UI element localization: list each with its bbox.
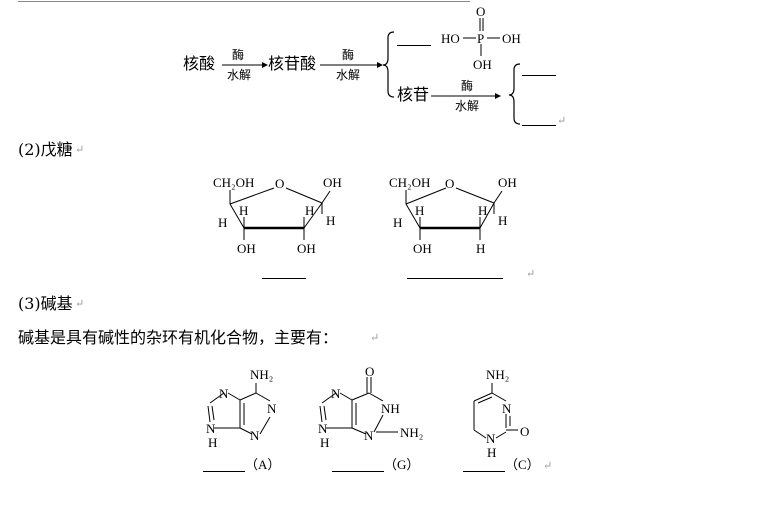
paragraph-mark: ↵	[543, 459, 553, 472]
ribose-ch2oh: CH₂OH	[213, 175, 255, 190]
blank-sugar-answer	[522, 75, 556, 76]
ribose-h: H	[218, 215, 228, 230]
ribose-ring-o: O	[275, 176, 285, 191]
ribose-oh-bottom: OH	[237, 241, 256, 256]
blank-phosphate	[397, 45, 431, 46]
arrow3-top: 酶	[461, 79, 474, 93]
cytosine-n: N	[502, 401, 512, 416]
blank-base-answer	[522, 125, 556, 126]
ribose-h: H	[326, 213, 336, 228]
adenine-n: N	[267, 401, 277, 416]
guanine-n: N	[364, 428, 374, 443]
guanine-o: O	[365, 364, 375, 379]
deoxyribose-oh-bottom: OH	[413, 241, 432, 256]
phosphate-HO: HO	[441, 31, 460, 46]
paragraph-mark: ↵	[557, 114, 567, 127]
blank-guanine	[332, 471, 384, 472]
adenine-n: N	[219, 386, 229, 401]
blank-ribose	[262, 278, 306, 279]
cytosine-nh2: NH₂	[486, 367, 510, 382]
deoxyribose-ch2oh: CH₂OH	[389, 175, 431, 190]
label-nucleic-acid: 核酸	[183, 54, 216, 73]
deoxyribose-h: H	[478, 203, 488, 218]
phosphate-P: P	[477, 31, 485, 46]
guanine-n: N	[318, 421, 328, 436]
deoxyribose-h-bottom: H	[476, 241, 486, 256]
top-rule	[18, 1, 470, 2]
adenine-n: N	[250, 428, 260, 443]
adenine-h: H	[208, 435, 218, 450]
ribose-h: H	[239, 203, 249, 218]
deoxyribose-oh-top: OH	[498, 175, 517, 190]
arrow3-bottom: 水解	[455, 99, 480, 113]
arrow1-top: 酶	[232, 48, 245, 62]
deoxyribose-ring-o: O	[445, 176, 455, 191]
section3-heading: (3)碱基	[18, 294, 73, 313]
adenine-nh2: NH₂	[250, 367, 274, 382]
guanine-label: （G）	[384, 457, 420, 472]
section2-heading: (2)戊糖	[18, 140, 73, 159]
guanine-n: N	[331, 386, 341, 401]
section3-description: 碱基是具有碱性的杂环有机化合物，主要有：	[18, 328, 339, 347]
adenine-n: N	[206, 421, 216, 436]
paragraph-mark: ↵	[370, 331, 380, 344]
deoxyribose-h: H	[498, 213, 508, 228]
guanine-nh2: NH₂	[400, 425, 424, 440]
adenine-label: （A）	[245, 457, 281, 472]
blank-deoxyribose	[407, 278, 503, 279]
paragraph-mark: ↵	[75, 143, 85, 156]
cytosine-o: O	[520, 424, 530, 439]
arrow1-bottom: 水解	[227, 68, 252, 82]
label-nucleotide: 核苷酸	[268, 54, 317, 73]
paragraph-mark: ↵	[75, 297, 85, 310]
blank-cytosine	[463, 471, 505, 472]
phosphate-OH-bottom: OH	[473, 57, 492, 72]
guanine-h: H	[320, 435, 330, 450]
paragraph-mark: ↵	[526, 267, 536, 280]
arrow2-bottom: 水解	[336, 68, 361, 82]
ribose-oh-bottom: OH	[297, 241, 316, 256]
guanine-nh: NH	[381, 401, 400, 416]
cytosine-label: （C）	[505, 457, 540, 472]
blank-adenine	[203, 471, 245, 472]
ribose-h: H	[305, 203, 315, 218]
deoxyribose-h: H	[415, 203, 425, 218]
label-nucleoside: 核苷	[397, 85, 430, 104]
arrow2-top: 酶	[342, 48, 355, 62]
ribose-oh-top: OH	[323, 175, 342, 190]
cytosine-h: H	[487, 445, 497, 460]
phosphate-OH-right: OH	[502, 31, 521, 46]
phosphate-O: O	[476, 4, 486, 19]
deoxyribose-h: H	[393, 215, 403, 230]
cytosine-n: N	[486, 431, 496, 446]
